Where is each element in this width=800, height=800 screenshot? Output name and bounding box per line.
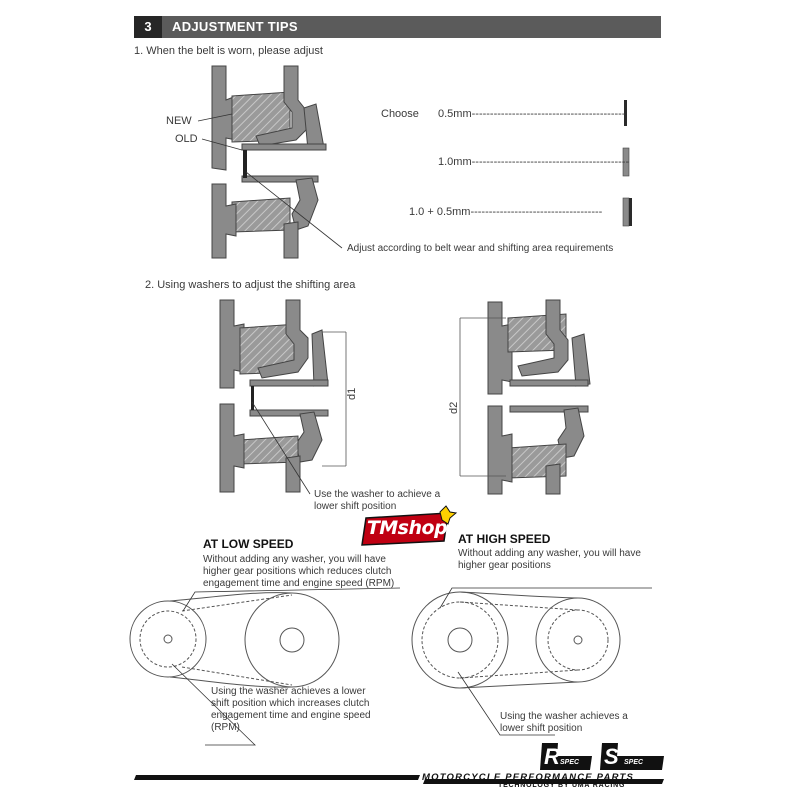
washer-sample-1-5mm [622, 197, 630, 227]
washer-in-section [251, 386, 254, 410]
r-spec-letter: R [544, 744, 560, 769]
tmshop-logo [361, 505, 458, 546]
high-speed-note-2: lower shift position [500, 723, 583, 734]
label-new: NEW [166, 115, 192, 127]
footer-title: MOTORCYCLE PERFORMANCE PARTS [422, 772, 634, 783]
s-spec-word: SPEC [624, 759, 644, 766]
step1-heading: 1. When the belt is worn, please adjust [134, 45, 323, 57]
low-speed-note-3: engagement time and engine speed [211, 710, 371, 721]
washer-sample-0-5mm [624, 100, 627, 126]
adjust-note: Adjust according to belt wear and shifti… [347, 243, 614, 254]
low-speed-title: AT LOW SPEED [203, 537, 294, 551]
pulley-diagram-high [411, 591, 621, 689]
option-0-5mm: 0.5mm-----------------------------------… [438, 108, 626, 120]
option-1-0mm: 1.0mm-----------------------------------… [438, 156, 630, 168]
sheave-section-step1 [211, 65, 327, 259]
choose-label: Choose [381, 108, 419, 120]
sheave-section-high [487, 299, 591, 495]
d2-label: d2 [448, 401, 460, 414]
washer-note-line1: Use the washer to achieve a [314, 489, 441, 500]
label-old: OLD [175, 133, 198, 145]
high-speed-desc-2: higher gear positions [458, 560, 551, 571]
s-spec-letter: S [604, 744, 619, 769]
section-header: 3 ADJUSTMENT TIPS [134, 16, 661, 38]
low-speed-desc-3: engagement time and engine speed (RPM) [203, 578, 395, 589]
high-speed-title: AT HIGH SPEED [458, 532, 551, 546]
low-speed-note-4: (RPM) [211, 722, 240, 733]
high-speed-note-1: Using the washer achieves a [500, 711, 628, 722]
step2-heading: 2. Using washers to adjust the shifting … [145, 279, 356, 291]
r-spec-word: SPEC [560, 759, 580, 766]
washer-sample-1-0mm [622, 147, 630, 177]
low-speed-note-2: shift position which increases clutch [211, 698, 370, 709]
footer-subtitle: TECHNOLOGY BY UMA RACING [498, 782, 626, 789]
section-number: 3 [134, 16, 162, 38]
pulley-diagram-low [129, 592, 340, 688]
tmshop-logo-text: TMshop [366, 517, 448, 539]
washer-icon [243, 150, 247, 178]
s-spec-logo [600, 743, 664, 770]
sheave-section-low [219, 299, 329, 493]
low-speed-note-1: Using the washer achieves a lower [211, 686, 366, 697]
r-spec-logo [540, 743, 592, 770]
low-speed-desc-2: higher gear positions which reduces clut… [203, 566, 392, 577]
d1-label: d1 [346, 387, 358, 400]
high-speed-desc-1: Without adding any washer, you will have [458, 548, 641, 559]
option-1-5mm: 1.0 + 0.5mm-----------------------------… [409, 206, 603, 218]
washer-note-line2: lower shift position [314, 501, 397, 512]
low-speed-desc-1: Without adding any washer, you will have [203, 554, 386, 565]
section-title: ADJUSTMENT TIPS [172, 19, 298, 34]
